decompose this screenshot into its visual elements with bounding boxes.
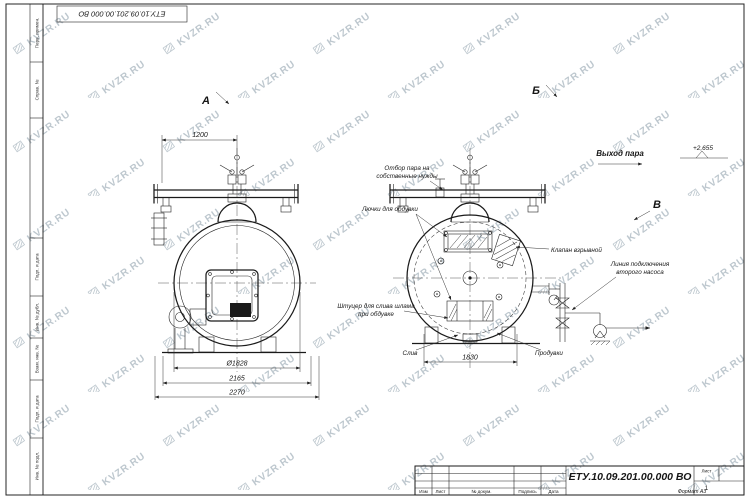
leader-blowdown	[496, 332, 542, 351]
view-label-v: В	[653, 199, 661, 211]
steam-header-pipe	[389, 178, 546, 213]
annotation-elevation: +2,655	[693, 145, 713, 152]
tb-col-list: Лист	[436, 489, 447, 494]
steam-dome	[217, 202, 257, 223]
view-a-arrow	[215, 91, 230, 105]
dim-2165: 2165	[228, 376, 245, 383]
stamp-perv-primen: Перв. примен.	[35, 18, 40, 49]
annotation-second-pump-line1: Линия подключения	[610, 260, 670, 268]
steam-header-pipe	[153, 184, 299, 213]
tb-sheet-number: 1	[705, 486, 709, 492]
annotation-explosion-valve: Клапан взрывной	[551, 246, 602, 254]
dimensions-front-view: 1200 Ø1828 2165 2270	[154, 132, 320, 400]
door-sight-glass	[230, 303, 251, 317]
annotation-second-pump-line2: второго насоса	[616, 269, 664, 276]
annotation-steam-own-needs-line2: собственные нужды	[376, 172, 438, 180]
tb-col-data: Дата	[548, 489, 559, 494]
leader-steam-own-needs	[429, 180, 444, 191]
burner-assembly	[167, 305, 207, 354]
tb-col-podpis: Подпись	[518, 489, 537, 494]
leader-sludge-drain	[403, 310, 449, 319]
dim-2270: 2270	[228, 390, 245, 397]
lower-hatch	[446, 300, 494, 322]
pump-symbol	[593, 324, 607, 338]
stamp-podp-data-1: Подп. и дата	[35, 253, 40, 281]
tb-sheet-label: Лист	[702, 469, 713, 474]
dim-1830: 1830	[462, 355, 478, 362]
stamp-podp-data-2: Подп. и дата	[35, 395, 40, 423]
tb-format: Формат А3	[678, 489, 706, 495]
sheet-frame: Перв. примен. Справ. № Подп. и дата Инв.…	[5, 3, 745, 496]
boiler-shell	[406, 214, 534, 342]
stamp-inv-dubl: Инв. № дубл.	[35, 303, 40, 331]
stamp-inv-podl: Инв. № подл.	[35, 452, 40, 481]
boiler-shell	[173, 219, 301, 347]
dim-1200: 1200	[192, 132, 208, 139]
tb-col-izm: Изм	[419, 489, 428, 494]
doc-number-top-stamp: ЕТУ.10.09.201.00.000 ВО	[78, 10, 165, 19]
tb-col-doc: № докум.	[471, 489, 491, 494]
annotation-steam-own-needs-line1: Отбор пара на	[384, 164, 430, 172]
annotation-drain: Слив	[403, 350, 419, 357]
furnace-door	[205, 269, 259, 322]
bottom-nozzle	[462, 333, 478, 343]
dimensions-rear-view: 1830	[423, 334, 518, 366]
leader-drain	[415, 334, 459, 351]
valve-symbol	[555, 297, 570, 309]
steam-dome	[450, 202, 490, 223]
boiler-front-view: 1200 Ø1828 2165 2270 А	[151, 91, 320, 400]
leader-blow-hatches-1	[415, 213, 448, 238]
view-label-a: А	[201, 95, 210, 107]
water-level-column	[151, 212, 167, 246]
leader-second-pump	[571, 276, 617, 311]
view-v-arrow	[633, 210, 651, 221]
leader-blow-hatches-2	[415, 213, 452, 301]
title-block: Изм Лист № докум. Подпись Дата ЕТУ.10.09…	[414, 465, 745, 496]
annotation-sludge-drain-line2: при обдувке	[358, 310, 394, 318]
view-label-b: Б	[532, 85, 540, 97]
valve-symbol	[555, 317, 570, 329]
leader-explosion-valve	[515, 245, 550, 250]
annotation-sludge-drain-line1: Штуцер для слива шлама	[337, 302, 415, 310]
annotation-blowdown: Продувки	[535, 349, 563, 357]
stamp-sprav-no: Справ. №	[35, 80, 40, 101]
annotations: Выход пара +2,655 Отбор пара на собствен…	[337, 145, 728, 357]
support-saddles	[162, 336, 306, 354]
center-fitting	[462, 270, 478, 286]
feedwater-piping	[532, 283, 651, 346]
annotation-steam-outlet: Выход пара	[596, 149, 644, 158]
elevation-symbol	[695, 150, 709, 159]
shell-fittings	[433, 257, 504, 301]
view-b-arrow	[545, 84, 558, 98]
stamp-vzam-inv: Взам. инв. №	[35, 345, 40, 374]
dim-diameter-1828: Ø1828	[225, 361, 247, 368]
annotation-blow-hatches: Лючки для обдувки	[361, 205, 418, 213]
tb-doc-number: ЕТУ.10.09.201.00.000 ВО	[569, 471, 692, 483]
